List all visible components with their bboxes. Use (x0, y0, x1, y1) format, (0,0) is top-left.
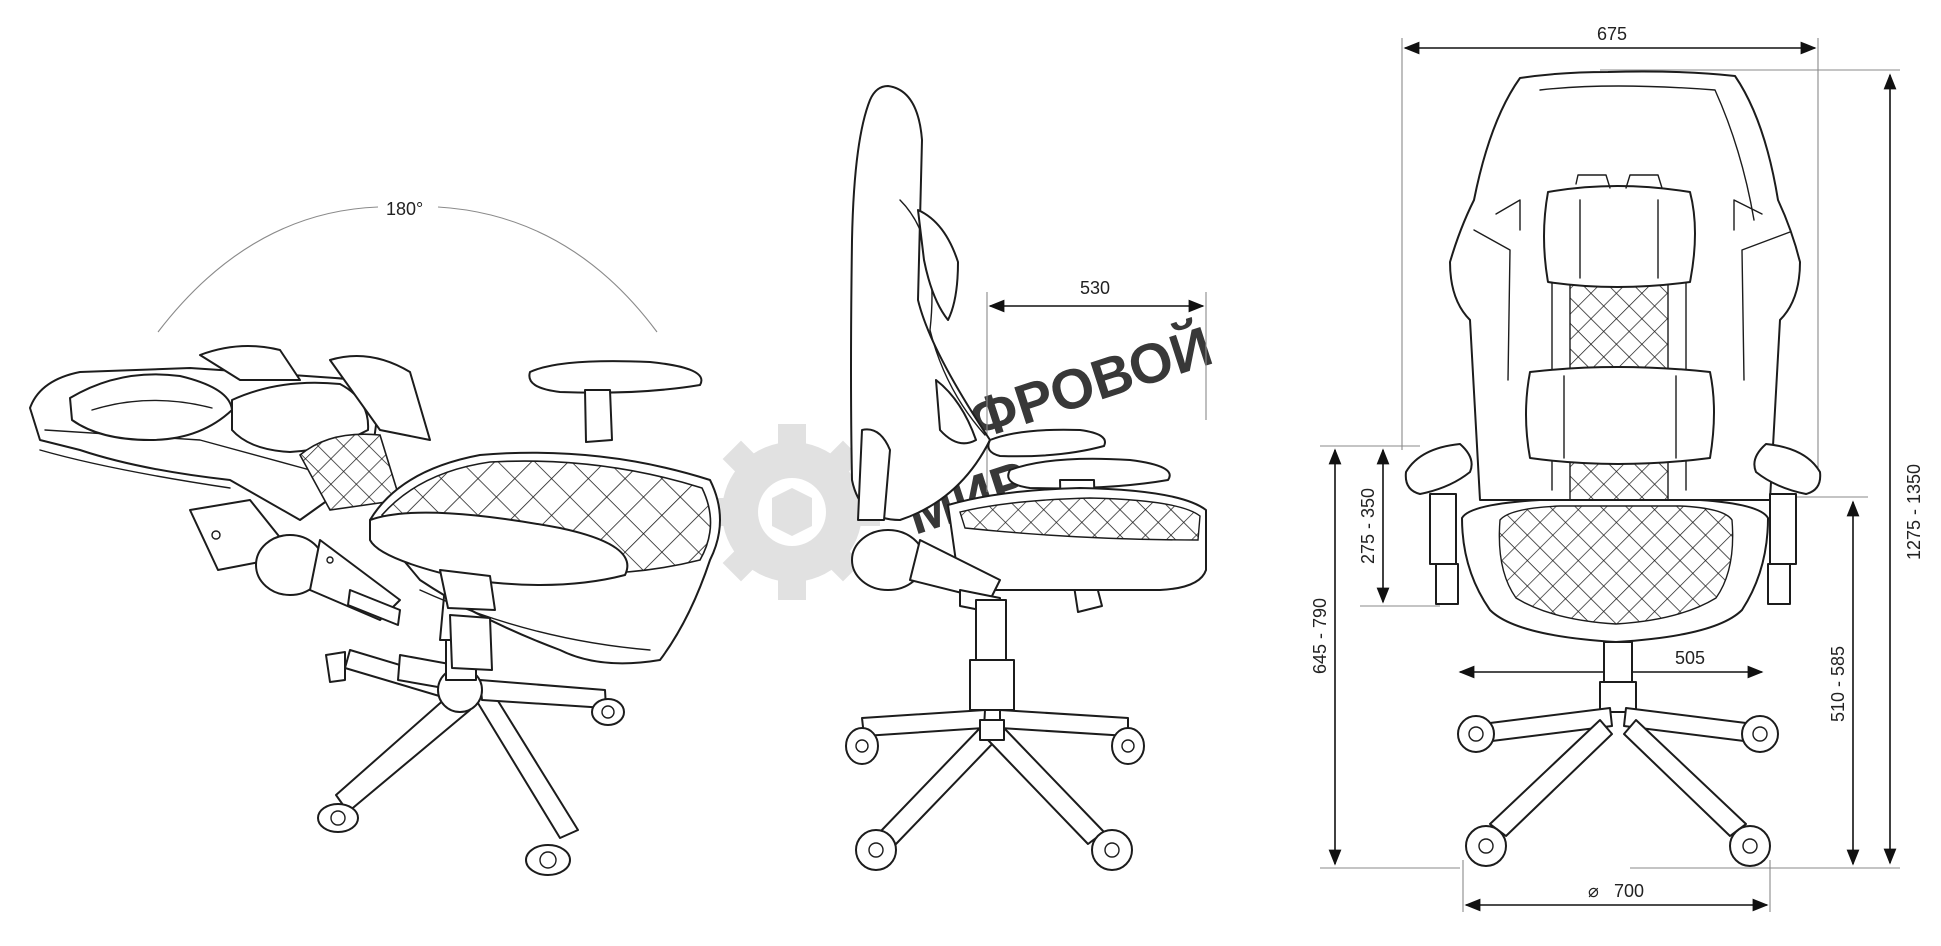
caster-wheel-icon (845, 727, 879, 765)
reclined-chair-view: 180° (29, 199, 721, 876)
caster-wheel-icon (525, 844, 571, 876)
front-backrest (1449, 70, 1801, 501)
caster-wheel-icon (1465, 825, 1507, 867)
side-mechanism (851, 428, 1001, 615)
overall-width-label: 675 (1597, 24, 1627, 44)
armrest-adjust-label: 275 - 350 (1358, 488, 1378, 564)
front-left-armrest (1404, 443, 1473, 605)
side-chair-view: 530 (845, 85, 1207, 871)
seat-height-label: 510 - 585 (1828, 646, 1848, 722)
overall-height-label: 1275 - 1350 (1904, 464, 1924, 560)
recline-angle-label: 180° (386, 199, 423, 219)
caster-wheel-icon (1741, 715, 1779, 753)
side-seat (947, 487, 1207, 591)
caster-wheel-icon (1457, 715, 1495, 753)
reclined-backrest (29, 345, 431, 521)
caster-wheel-icon (1111, 727, 1145, 765)
caster-wheel-icon (1091, 829, 1133, 871)
recline-angle-arc (157, 206, 379, 333)
front-seat (1461, 499, 1769, 643)
caster-wheel-icon (591, 698, 625, 726)
front-chair-view: 675 1275 - 1350 645 - 790 275 - 350 510 … (1310, 24, 1924, 912)
caster-wheel-icon (855, 829, 897, 871)
caster-wheel-icon (317, 803, 359, 833)
diameter-symbol-icon: ⌀ (1588, 881, 1599, 901)
reclined-left-armrest (369, 511, 629, 671)
seat-width-label: 505 (1675, 648, 1705, 668)
front-base (1457, 641, 1779, 867)
front-right-armrest (1753, 443, 1822, 605)
reclined-side-mechanism (189, 499, 401, 626)
base-diameter-label: 700 (1614, 881, 1644, 901)
seat-depth-label: 530 (1080, 278, 1110, 298)
caster-wheel-icon (1729, 825, 1771, 867)
reclined-right-armrest (528, 360, 703, 443)
side-backrest (850, 85, 991, 521)
watermark-gear-icon (704, 424, 880, 600)
side-base (845, 599, 1145, 871)
armrest-height-label: 645 - 790 (1310, 598, 1330, 674)
